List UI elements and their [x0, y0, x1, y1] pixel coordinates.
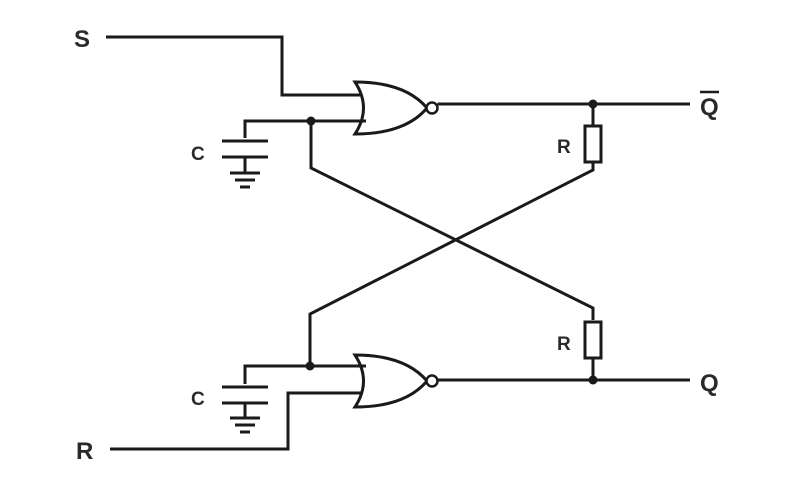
nor-gate-top-inversion-bubble [425, 101, 439, 115]
label-capacitor-bottom: C [191, 389, 205, 410]
wire-top-capacitor-node [243, 119, 366, 138]
junction-bottom-capacitor [305, 361, 315, 371]
label-resistor-bottom: R [557, 334, 571, 355]
wire-s-input [106, 35, 366, 97]
label-q-bar: Q [700, 94, 719, 121]
resistor-bottom [583, 320, 603, 360]
ground-bottom-icon [230, 416, 260, 434]
ground-top-icon [230, 171, 260, 189]
nor-gate-bottom-inversion-bubble [425, 374, 439, 388]
junction-q-bar-output [588, 99, 598, 109]
nor-gate-top [352, 80, 429, 136]
label-r-input: R [76, 438, 93, 465]
junction-q-output [588, 375, 598, 385]
wire-r-input [110, 391, 366, 451]
label-capacitor-top: C [191, 144, 205, 165]
label-q: Q [700, 370, 719, 397]
wire-cross-bottom-to-top-resistor [308, 162, 595, 366]
junction-top-capacitor [306, 116, 316, 126]
label-s: S [74, 26, 90, 53]
nor-gate-bottom [352, 353, 429, 409]
wire-cross-top-to-bottom-resistor [309, 121, 595, 320]
label-resistor-top: R [557, 137, 571, 158]
resistor-top [583, 124, 603, 164]
wire-bottom-capacitor-node [243, 364, 366, 384]
